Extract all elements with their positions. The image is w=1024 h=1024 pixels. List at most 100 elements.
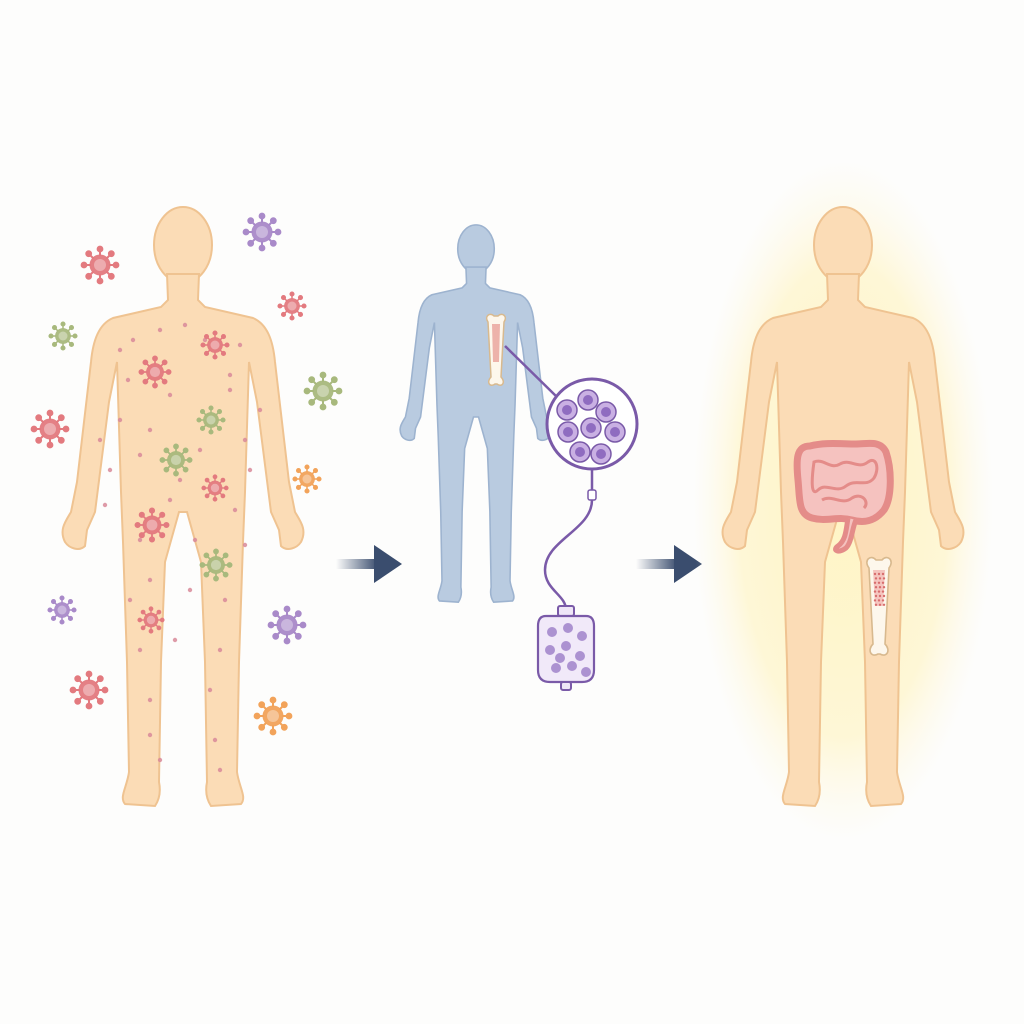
virus-icon	[292, 464, 322, 494]
rash-dot	[207, 687, 213, 693]
rash-dot	[157, 327, 163, 333]
rash-dot	[157, 757, 163, 763]
marrow-dot	[873, 599, 877, 602]
virus-icon	[134, 507, 170, 543]
virus-icon	[48, 321, 78, 351]
marrow-dot	[877, 590, 881, 593]
marrow-dot	[881, 581, 885, 584]
virus-icon	[200, 330, 230, 360]
virus-icon	[138, 355, 172, 389]
infected-patient-panel	[30, 206, 343, 807]
bag-cell	[563, 623, 573, 633]
infusion-tube	[543, 469, 594, 611]
donor-panel	[399, 224, 639, 691]
rash-dot	[247, 467, 253, 473]
connector-line	[504, 345, 559, 399]
marrow-dot	[877, 572, 881, 576]
marrow-dot	[874, 594, 878, 598]
bag-cell	[547, 627, 557, 637]
donor-body-icon	[399, 224, 553, 604]
bag-cell	[581, 667, 591, 677]
rash-dot	[102, 502, 108, 508]
bag-cell	[545, 645, 555, 655]
arrow-right-icon	[336, 545, 402, 583]
pathogen-cluster	[30, 212, 343, 736]
rash-dot	[182, 322, 188, 328]
stem-cell	[580, 417, 602, 439]
virus-icon	[253, 696, 293, 736]
rash-dot	[137, 647, 143, 653]
virus-icon	[30, 409, 70, 449]
marrow-dot	[881, 599, 885, 602]
virus-icon	[80, 245, 120, 285]
virus-icon	[201, 474, 229, 502]
rash-dot	[212, 737, 218, 743]
virus-icon	[267, 605, 307, 645]
marrow-dot	[874, 577, 878, 580]
rash-dot	[217, 647, 223, 653]
intestine-icon	[793, 439, 894, 554]
stem-cell	[595, 401, 617, 423]
rash-dot	[217, 767, 223, 773]
rash-dot	[147, 427, 153, 433]
marrow-dot	[878, 603, 882, 606]
rash-dot	[97, 437, 103, 443]
rash-dot	[130, 337, 136, 343]
rash-dot	[242, 542, 248, 548]
virus-icon	[242, 212, 282, 252]
virus-icon	[196, 405, 226, 435]
rash-dot	[127, 597, 133, 603]
stem-cell	[557, 421, 579, 443]
rash-dot	[167, 392, 173, 398]
donor-bone-icon	[485, 313, 507, 387]
marrow-dot	[874, 603, 878, 606]
stem-cell	[556, 399, 578, 421]
rash-dot	[147, 577, 153, 583]
rash-dot	[192, 537, 198, 543]
rash-dot	[125, 377, 131, 383]
marrow-dot	[873, 590, 877, 593]
rash-dot	[227, 387, 233, 393]
stem-cell	[569, 441, 591, 463]
bag-cell	[577, 631, 587, 641]
marrow-dot	[874, 586, 878, 589]
marrow-dot	[881, 572, 885, 576]
virus-icon	[47, 595, 77, 625]
rash-dot	[172, 637, 178, 643]
marrow-dot	[873, 581, 877, 584]
healthy-bone-icon	[866, 556, 892, 656]
rash-dot	[257, 407, 263, 413]
virus-icon	[137, 606, 165, 634]
marrow-dot	[882, 594, 886, 598]
arrow-right-icon	[636, 545, 702, 583]
rash-dot	[222, 597, 228, 603]
recovered-patient-panel	[693, 160, 993, 840]
marrow-dot	[878, 586, 882, 589]
rash-dot	[147, 732, 153, 738]
marrow-dot	[878, 577, 882, 580]
bag-cell	[575, 651, 585, 661]
rash-dot	[197, 447, 203, 453]
rash-dot	[117, 347, 123, 353]
marrow-dot	[873, 572, 877, 576]
rash-dots	[97, 322, 263, 773]
rash-dot	[147, 697, 153, 703]
rash-dot	[177, 477, 183, 483]
rash-dot	[167, 497, 173, 503]
virus-icon	[277, 291, 307, 321]
rash-dot	[187, 587, 193, 593]
rash-dot	[227, 372, 233, 378]
marrow-dot	[877, 599, 881, 602]
virus-icon	[69, 670, 109, 710]
rash-dot	[232, 507, 238, 513]
virus-icon	[199, 548, 233, 582]
virus-icon	[159, 443, 193, 477]
bag-cell	[567, 661, 577, 671]
marrow-dot	[878, 594, 882, 598]
marrow-dot	[882, 603, 886, 606]
marrow-dot	[882, 577, 886, 580]
rash-dot	[242, 437, 248, 443]
stem-cell	[604, 421, 626, 443]
stem-cells-magnifier	[545, 377, 639, 471]
